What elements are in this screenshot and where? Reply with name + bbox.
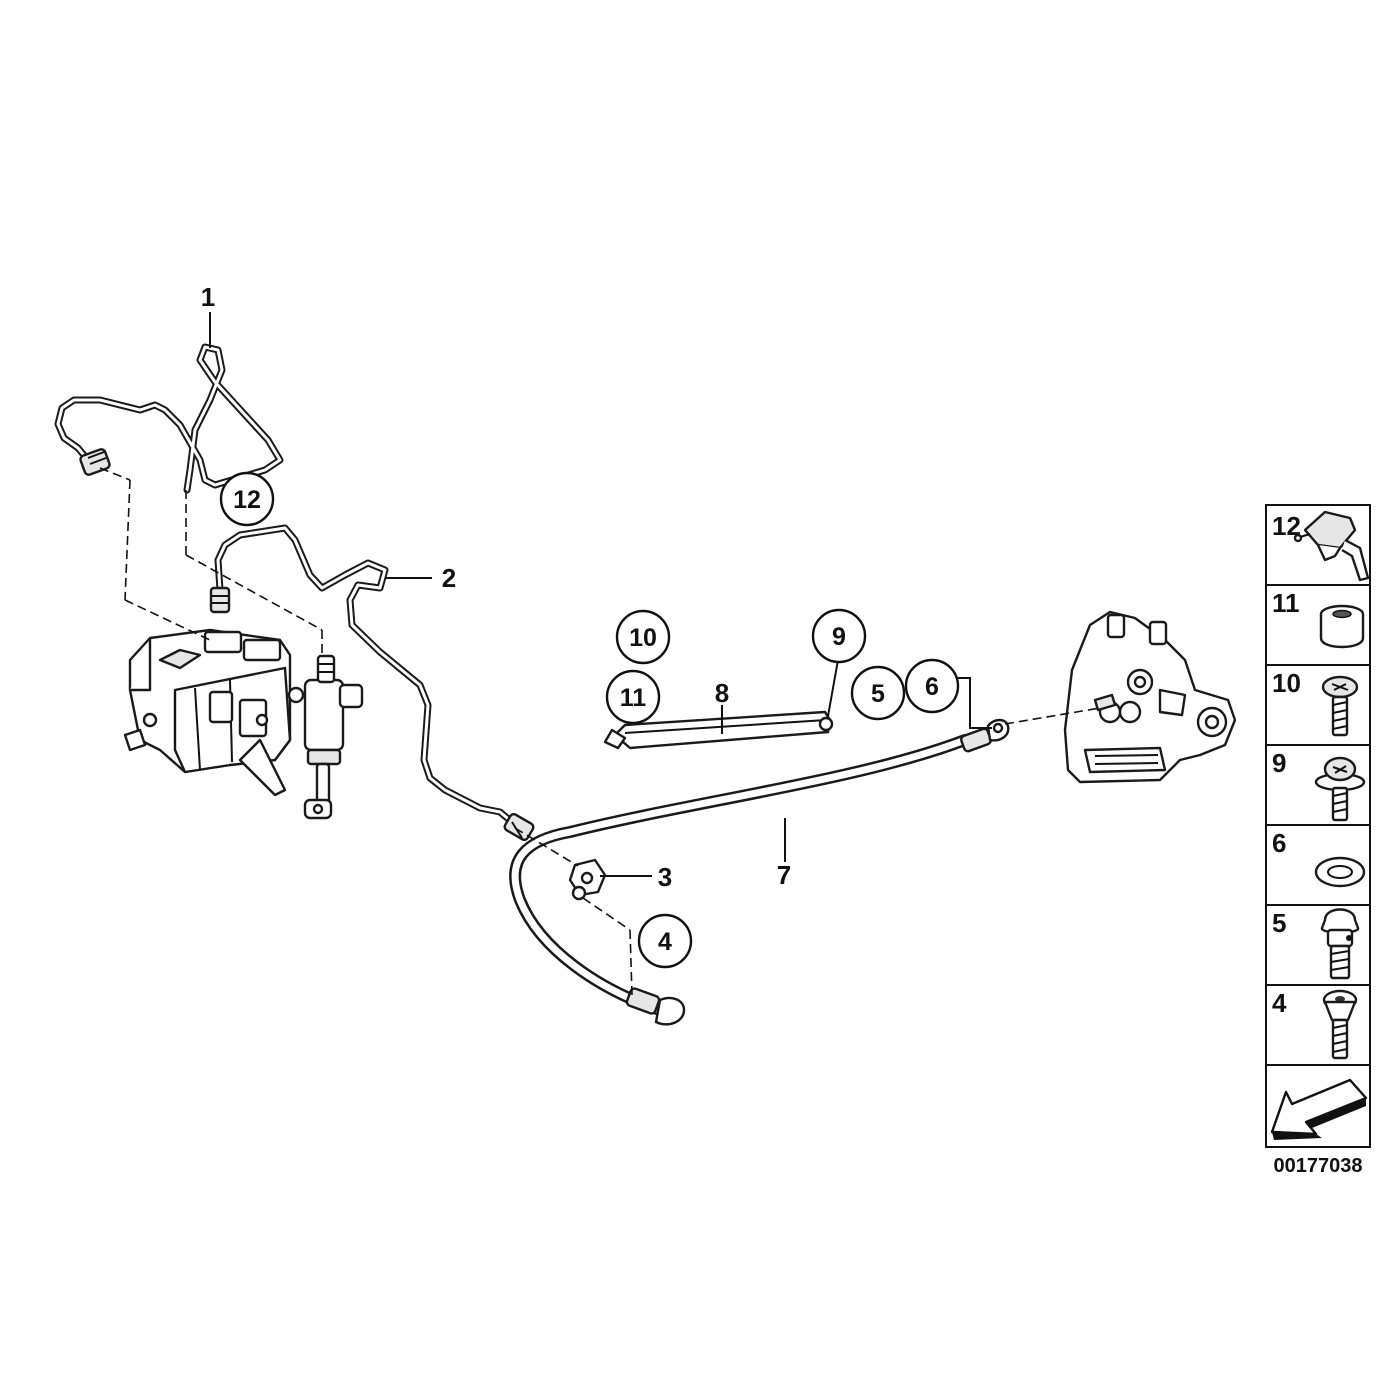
parts-legend: 12 11 10 9 6 5 4 bbox=[1265, 504, 1371, 1148]
legend-number-5: 5 bbox=[1272, 908, 1286, 938]
brake-pipe-1 bbox=[54, 343, 284, 494]
callout-circle-12 bbox=[219, 471, 275, 527]
direction-arrow-icon bbox=[1270, 1078, 1368, 1140]
callout-11: 11 bbox=[620, 684, 647, 712]
callout-circle-11 bbox=[605, 669, 661, 725]
hose-bracket-3 bbox=[568, 858, 607, 901]
callout-7: 7 bbox=[777, 860, 791, 890]
clip-icon bbox=[1293, 510, 1370, 582]
callout-2: 2 bbox=[442, 563, 456, 593]
legend-number-6: 6 bbox=[1272, 828, 1286, 858]
callout-circle-6 bbox=[904, 658, 960, 714]
leader-lines bbox=[99, 312, 1101, 996]
callout-4: 4 bbox=[658, 928, 672, 956]
legend-number-4: 4 bbox=[1272, 988, 1287, 1018]
abs-modulator bbox=[123, 628, 292, 797]
collar-screw-icon bbox=[1314, 756, 1366, 822]
callout-1: 1 bbox=[201, 282, 215, 312]
callout-9: 9 bbox=[832, 623, 846, 651]
banjo-bolt-icon bbox=[1320, 908, 1360, 980]
screw-icon bbox=[1321, 675, 1359, 737]
callout-circle-10 bbox=[615, 609, 671, 665]
legend-number-9: 9 bbox=[1272, 748, 1286, 778]
drawing-code: 00177038 bbox=[1274, 1155, 1363, 1177]
grommet-icon bbox=[1319, 604, 1365, 649]
callout-circle-5 bbox=[850, 665, 906, 721]
callout-8: 8 bbox=[715, 678, 729, 708]
callout-3: 3 bbox=[658, 862, 672, 892]
brake-hose-7 bbox=[509, 718, 1010, 1026]
callout-circle-4 bbox=[637, 913, 693, 969]
callout-10: 10 bbox=[629, 624, 657, 652]
callout-circle-9 bbox=[811, 608, 867, 664]
callout-5: 5 bbox=[871, 680, 885, 708]
seal-ring-icon bbox=[1314, 856, 1366, 888]
legend-number-10: 10 bbox=[1272, 668, 1301, 698]
callout-6: 6 bbox=[925, 673, 939, 701]
master-cylinder bbox=[287, 654, 364, 820]
brake-caliper bbox=[1063, 610, 1237, 784]
callout-12: 12 bbox=[233, 486, 261, 514]
callouts: 1 2 3 7 8 12 10 11 9 5 6 4 bbox=[201, 282, 960, 969]
legend-number-11: 11 bbox=[1272, 588, 1300, 618]
brake-pipe-2 bbox=[209, 524, 535, 842]
bolt-icon bbox=[1322, 989, 1358, 1060]
